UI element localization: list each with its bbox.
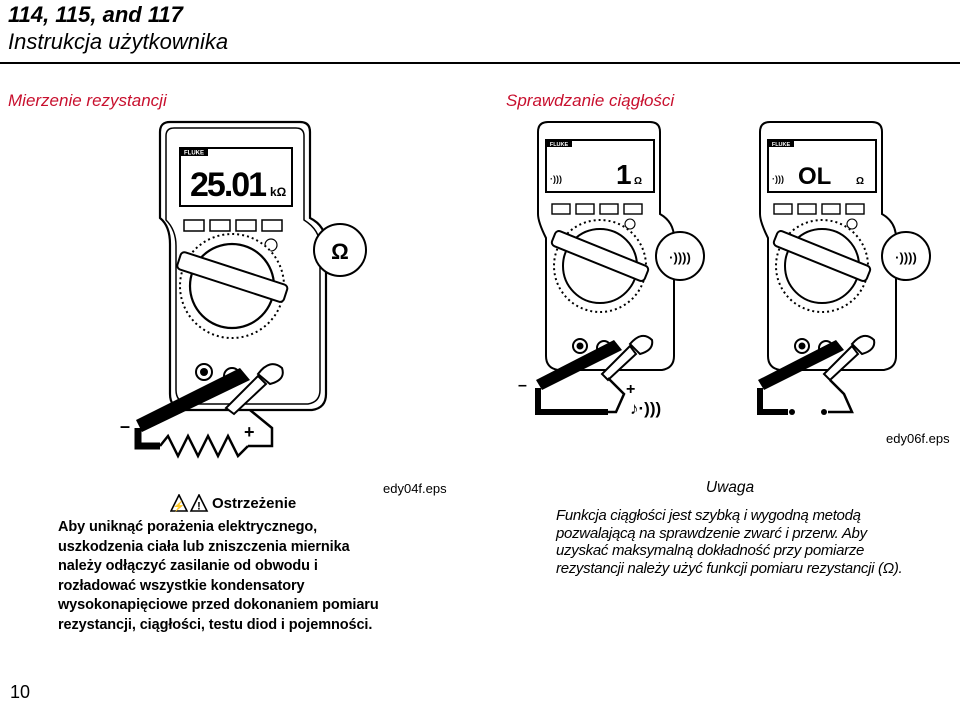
display-unit-left: kΩ (270, 185, 287, 199)
svg-text:!: ! (197, 501, 201, 513)
svg-text:⚡: ⚡ (173, 500, 185, 513)
header-rule (0, 62, 960, 64)
warning-title: Ostrzeżenie (212, 494, 297, 512)
figure-label-resistance: edy04f.eps (383, 481, 447, 496)
plus-label-mid: + (626, 381, 635, 398)
warning-body: Aby uniknąć porażenia elektrycznego, usz… (58, 519, 379, 633)
brand-label-left: FLUKE (184, 151, 204, 157)
document-subtitle: Instrukcja użytkownika (8, 29, 229, 54)
warning-heading: ⚡ ! Ostrzeżenie (170, 494, 296, 512)
display-reading-mid: 1 (616, 159, 632, 190)
ohm-callout-symbol: Ω (331, 239, 349, 264)
warning-triangle-icon: ⚡ ! (170, 494, 209, 513)
brand-label-right: FLUKE (772, 142, 791, 148)
continuity-callout-right: ·)))) (895, 250, 917, 265)
continuity-callout-mid: ·)))) (669, 250, 691, 265)
continuity-meter-open-illustration: FLUKE ·))) OL Ω ·)))) (757, 121, 931, 415)
section-title-continuity: Sprawdzanie ciągłości (506, 91, 675, 110)
note-body: Funkcja ciągłości jest szybką i wygodną … (556, 507, 903, 577)
section-title-resistance: Mierzenie rezystancji (8, 91, 167, 110)
resistor-symbol (159, 433, 249, 459)
continuity-meter-closed-illustration: FLUKE ·))) 1 Ω ·)))) – + ♪·))) (518, 121, 705, 418)
minus-label-mid: – (518, 377, 527, 394)
plus-label-left: + (244, 422, 255, 442)
minus-label-left: – (120, 416, 130, 436)
brand-label-mid: FLUKE (550, 142, 569, 148)
page-number: 10 (10, 682, 31, 702)
figure-label-continuity: edy06f.eps (886, 431, 950, 446)
resistance-meter-illustration: FLUKE 25.01 kΩ Ω – + (120, 120, 367, 459)
display-reading-left: 25.01 (190, 166, 266, 204)
document-title: 114, 115, and 117 (8, 2, 183, 27)
backlight-icon-left (264, 238, 278, 252)
continuity-indicator-right: ·))) (772, 174, 784, 184)
display-unit-mid: Ω (634, 176, 642, 187)
display-unit-right: Ω (856, 176, 864, 187)
note-title: Uwaga (705, 479, 755, 496)
beep-icon: ♪·))) (630, 399, 661, 418)
brand-logo-left (180, 148, 208, 156)
display-reading-right: OL (798, 163, 831, 190)
continuity-indicator-mid: ·))) (550, 174, 562, 184)
rotary-knob-left (176, 251, 289, 303)
ohm-callout-circle (313, 223, 367, 277)
